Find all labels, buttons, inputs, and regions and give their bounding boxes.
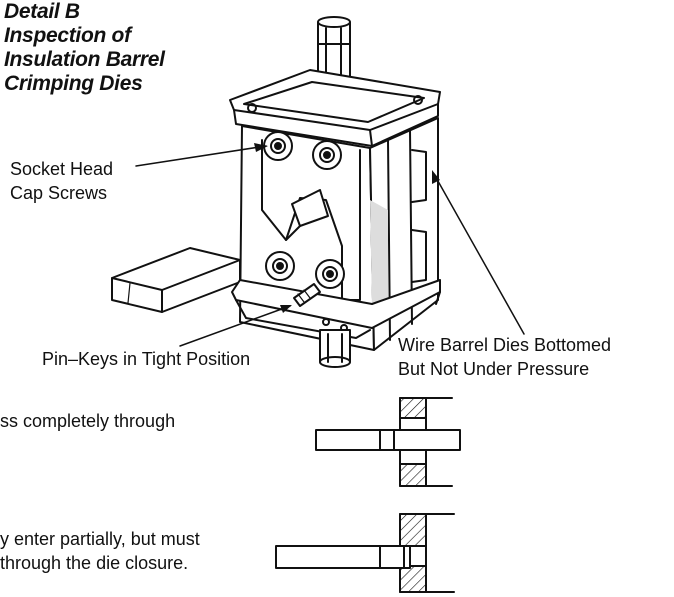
wire-barrel-label-line-2: But Not Under Pressure: [398, 359, 590, 379]
bottom-base-plate: [231, 279, 441, 339]
title-line-1: Detail B: [4, 0, 80, 23]
insulation-block: [111, 247, 241, 313]
title-line-2: Inspection of: [4, 24, 131, 47]
detail-title: Detail B Inspection of Insulation Barrel…: [4, 0, 165, 96]
nogo-gage-text-line-2: through the die closure.: [0, 553, 189, 573]
bottom-post: [319, 329, 351, 368]
pin-key: [293, 283, 321, 307]
socket-head-label-line-2: Cap Screws: [10, 183, 108, 203]
title-line-4: Crimping Dies: [4, 72, 143, 95]
title-line-3: Insulation Barrel: [4, 48, 165, 71]
go-gage-text: ss completely through: [0, 411, 176, 431]
lower-screws: [265, 251, 345, 289]
upper-screws: [263, 131, 342, 170]
top-cap-plate: [229, 69, 441, 147]
pin-keys-leader: [179, 305, 291, 347]
leader-lines: [135, 145, 525, 347]
nogo-gage-section: [275, 513, 455, 593]
top-post: [317, 16, 351, 81]
leader-arrowheads: [254, 143, 440, 313]
pin-keys-label: Pin–Keys in Tight Position: [42, 349, 251, 369]
wire-barrel-label-line-1: Wire Barrel Dies Bottomed: [398, 335, 612, 355]
go-gage-section: [315, 397, 461, 487]
nogo-gage-text-line-1: y enter partially, but must: [0, 529, 200, 549]
socket-head-label-line-1: Socket Head: [10, 159, 114, 179]
wire-barrel-leader: [433, 173, 525, 335]
socket-head-leader: [135, 145, 267, 167]
